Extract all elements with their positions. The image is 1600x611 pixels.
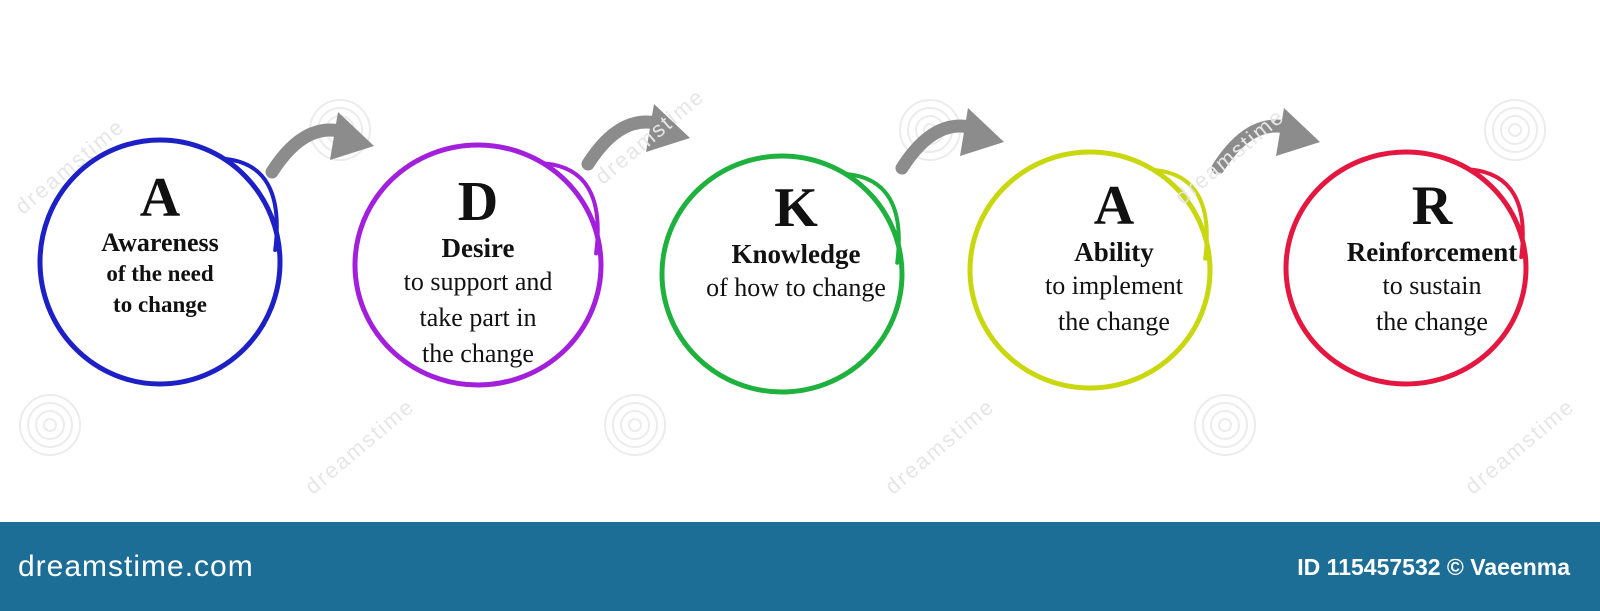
stage-circle-stroke-reinforcement [1468,167,1525,260]
stage-title: Knowledge [731,239,861,269]
stage-description: to change [113,292,207,317]
stage-circle-stroke-knowledge [844,171,901,265]
stage-description: to support and [403,267,553,296]
stage-description: the change [422,339,534,368]
watermark-logo-icon [604,394,666,456]
stage-circle-desire [352,142,604,388]
stage-circle-reinforcement [1283,149,1529,387]
stage-circle-awareness [37,137,283,387]
transition-arrow-4 [1211,108,1320,175]
stage-title: Ability [1074,237,1154,267]
arrow-layer [265,104,1320,179]
stage-description: the change [1058,307,1170,336]
stage-title: Reinforcement [1346,237,1518,267]
stage-reinforcement: R Reinforcement to sustain the change [1282,176,1582,340]
stage-description: to implement [1045,271,1183,300]
stage-description: take part in [419,303,537,332]
watermark-logo-icon [1194,394,1256,456]
stage-letter: K [774,177,818,239]
stage-description: the change [1376,307,1488,336]
stage-knowledge: K Knowledge of how to change [646,178,946,306]
stage-desire: D Desire to support and take part in the… [328,172,628,372]
adkar-diagram [19,99,1546,456]
stage-title: Desire [441,233,515,263]
image-credit: ID 115457532 © Vaeenma [1297,554,1570,580]
transition-arrow-1 [265,112,374,179]
stage-ability: A Ability to implement the change [964,176,1264,340]
stage-circle-stroke-desire [542,161,600,256]
stage-circle-stroke-ability [1152,167,1209,261]
stage-description: of the need [106,261,214,286]
stage-circle-knowledge [659,153,905,395]
stage-awareness: A Awareness of the need to change [10,168,310,320]
watermark-site: dreamstime.com [18,550,254,583]
watermark-footer: dreamstime.com ID 115457532 © Vaeenma [0,522,1600,611]
stage-letter: R [1411,175,1453,237]
watermark-logo-icon [19,394,81,456]
stage-title: Awareness [101,228,219,257]
stage-circle-ability [967,149,1213,391]
stage-description: of how to change [706,273,886,302]
transition-arrow-2 [581,104,690,171]
watermark-logo-icon [1484,99,1546,161]
stage-letter: D [457,171,499,233]
circle-layer [37,137,1529,395]
stage-circle-stroke-awareness [222,156,279,253]
stage-letter: A [1093,175,1135,237]
transition-arrow-3 [895,108,1004,175]
stage-description: to sustain [1382,271,1482,300]
stage-letter: A [139,167,181,229]
